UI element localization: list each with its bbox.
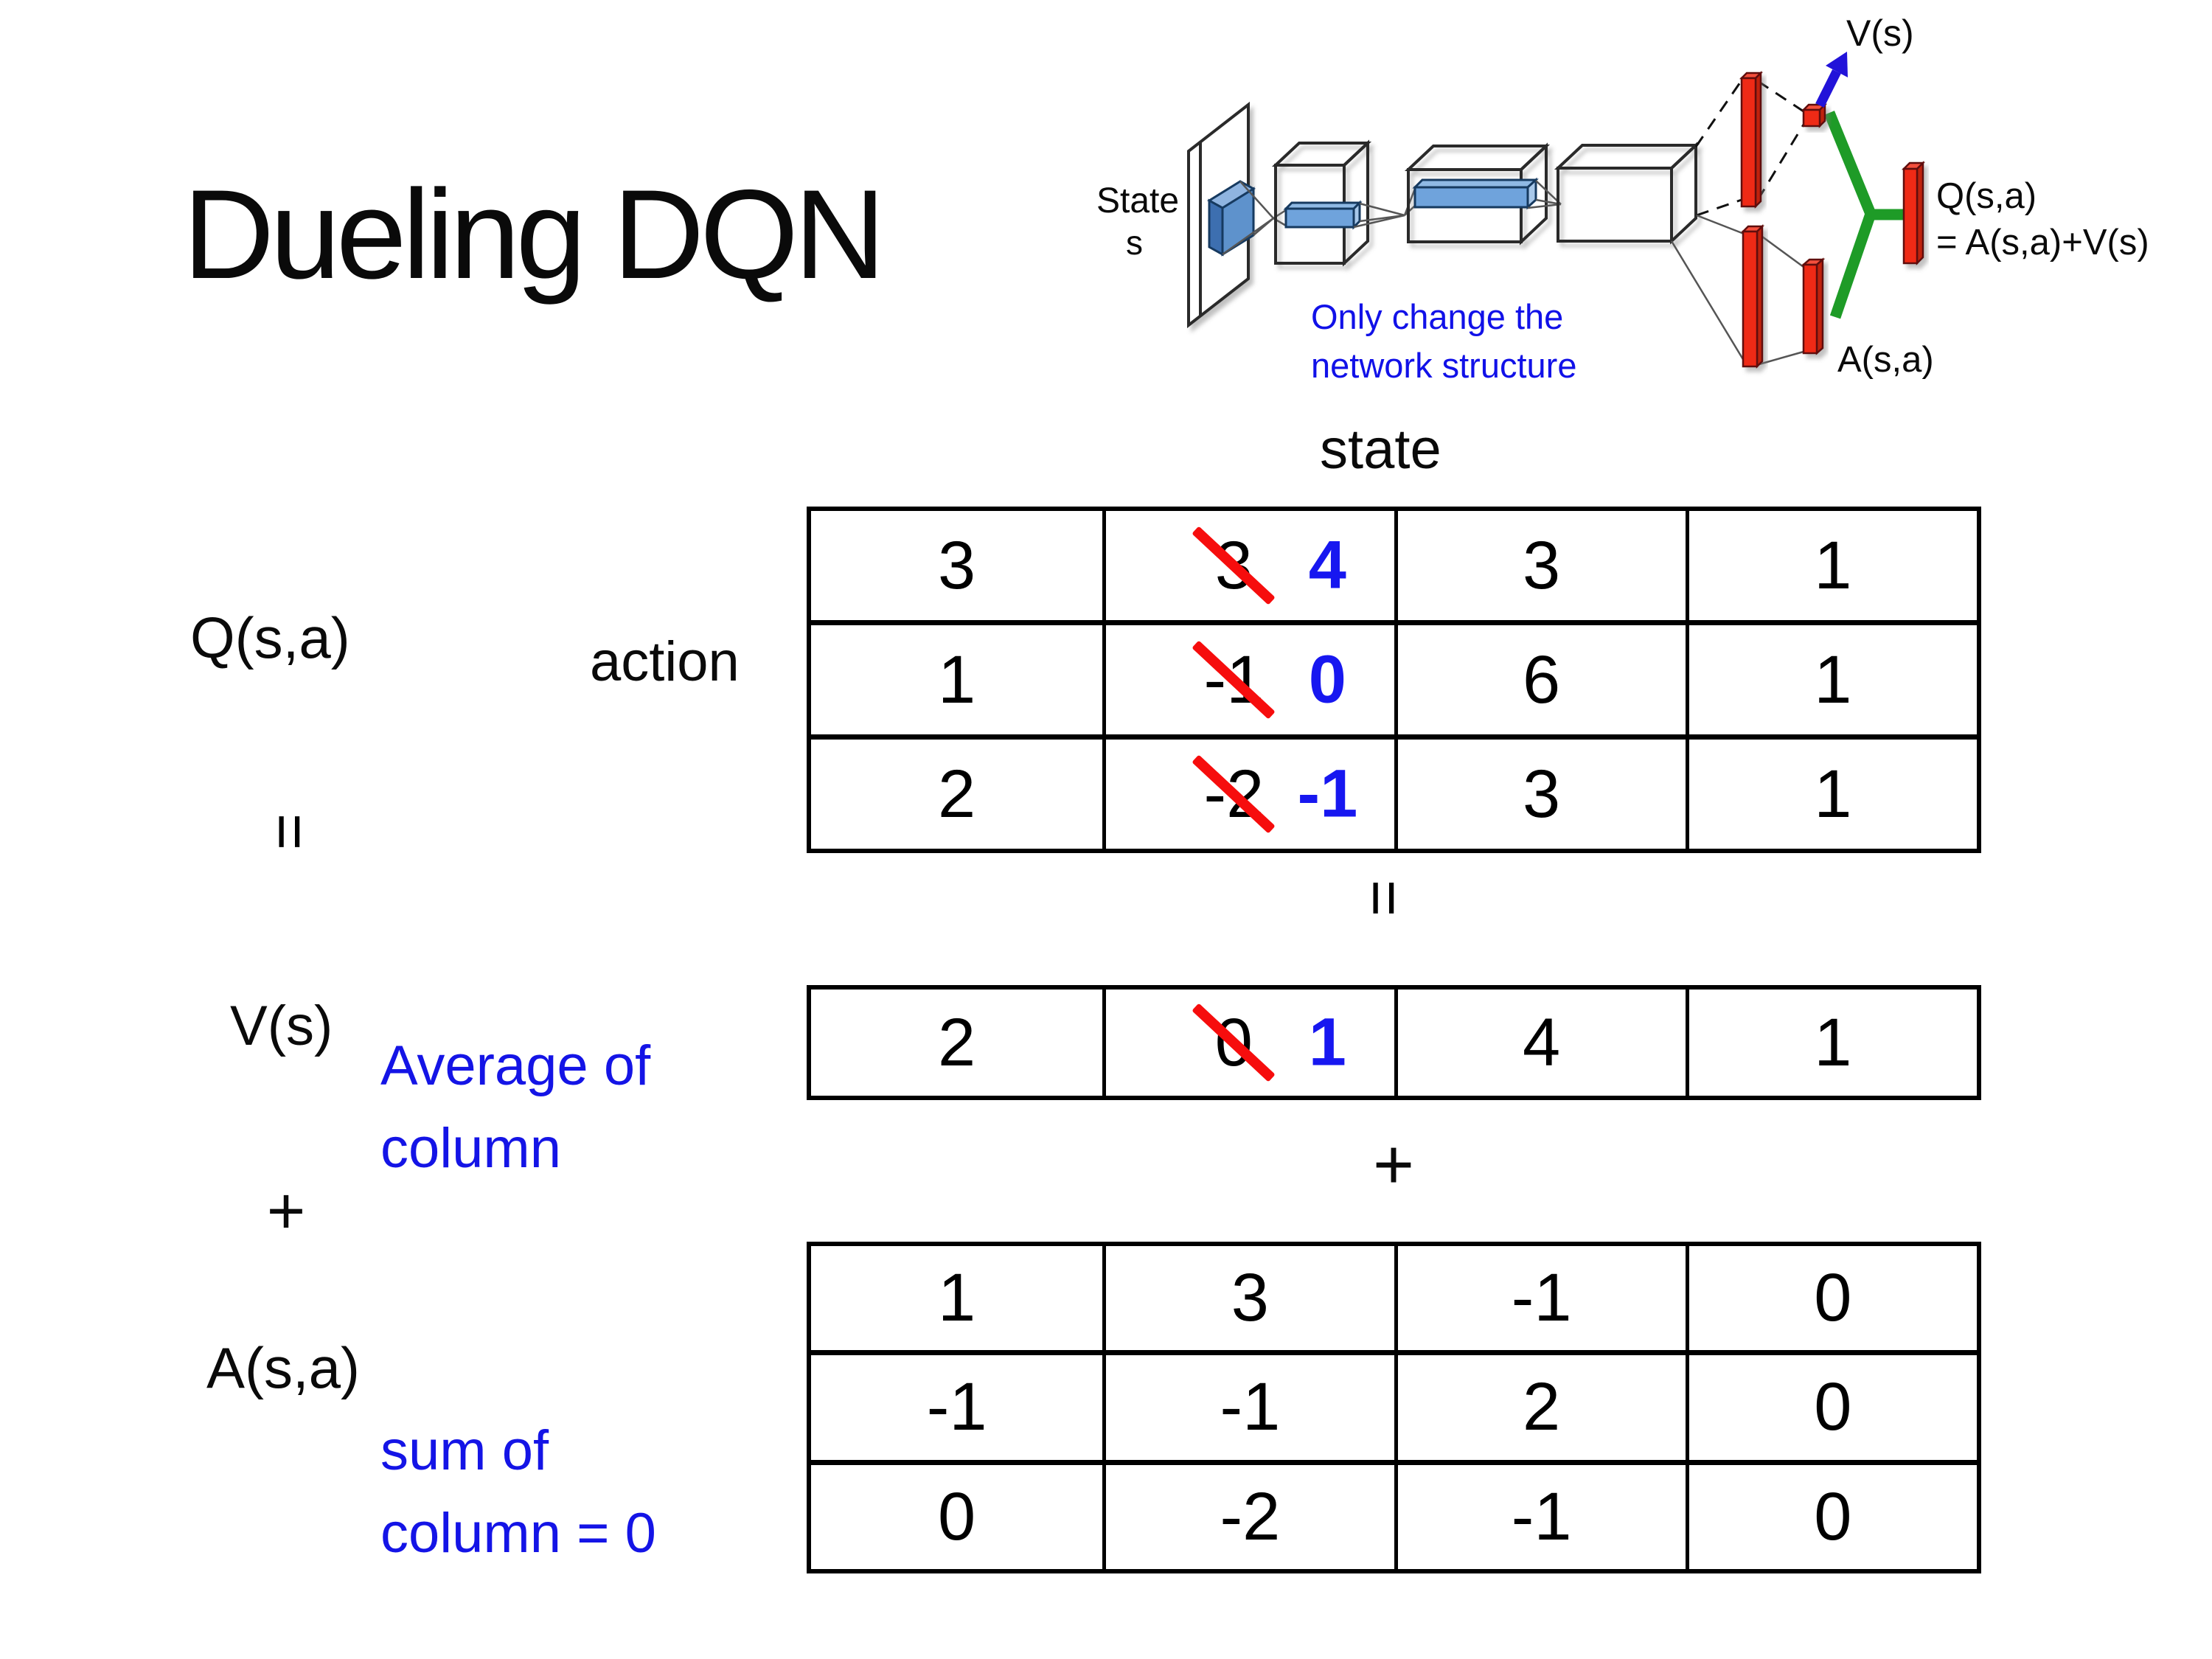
- q-table: 3 3 4 3 1 1 -1 0 6 1 2 -2 -1 3 1: [807, 507, 1981, 853]
- conv2-feature-map: [1412, 177, 1539, 210]
- a-annotation-line1: sum of: [380, 1419, 549, 1482]
- a-cell-r1c4: 0: [1685, 1246, 1977, 1351]
- a-output-label: A(s,a): [1837, 340, 1934, 380]
- a-annotation: sum of column = 0: [380, 1410, 656, 1575]
- q-cell-r2c2-crossed: -1 0: [1102, 620, 1394, 734]
- q-cell-r1c4: 1: [1685, 511, 1977, 620]
- v-table: 2 0 1 4 1: [807, 985, 1981, 1100]
- state-header: state: [1320, 418, 1441, 481]
- v-function-label: V(s): [230, 995, 333, 1057]
- a-cell-r2c1: -1: [811, 1350, 1103, 1459]
- new-value: 0: [1308, 641, 1346, 717]
- v-annotation-line1: Average of: [380, 1034, 651, 1097]
- value-arrow: [1815, 52, 1848, 108]
- q-cell-r1c2-crossed: 3 4: [1102, 511, 1394, 620]
- v-annotation: Average of column: [380, 1025, 650, 1190]
- a-cell-r3c4: 0: [1685, 1459, 1977, 1569]
- a-cell-r3c2: -2: [1102, 1459, 1394, 1569]
- a-annotation-line2: column = 0: [380, 1502, 656, 1565]
- q-output-label-line2: = A(s,a)+V(s): [1936, 223, 2149, 262]
- page-title: Dueling DQN: [183, 164, 886, 305]
- new-value: 4: [1308, 527, 1346, 603]
- q-cell-r3c4: 1: [1685, 734, 1977, 849]
- state-label-line1: State: [1096, 181, 1179, 220]
- dashed-connections: [1694, 80, 1805, 217]
- v-cell-c2-crossed: 0 1: [1102, 990, 1394, 1096]
- q-output-label-line1: Q(s,a): [1936, 176, 2037, 216]
- connection-cone-2: [1353, 188, 1416, 229]
- conv1-feature-map: [1283, 200, 1363, 230]
- plus-sign-left: +: [266, 1175, 306, 1248]
- q-cell-r1c1: 3: [938, 527, 976, 603]
- q-function-label: Q(s,a): [190, 605, 350, 670]
- merge-connector-green: [1824, 111, 1903, 319]
- equals-sign-center: =: [1349, 879, 1419, 917]
- q-cell-r2c4: 1: [1685, 620, 1977, 734]
- a-cell-r3c1: 0: [811, 1459, 1103, 1569]
- a-table: 1 3 -1 0 -1 -1 2 0 0 -2 -1 0: [807, 1242, 1981, 1573]
- v-cell-c4: 1: [1685, 990, 1977, 1096]
- advantage-vector-bar: [1801, 257, 1826, 355]
- q-cell-r2c3: 6: [1394, 620, 1686, 734]
- v-cell-c3: 4: [1394, 990, 1686, 1096]
- state-label-line2: s: [1126, 223, 1143, 262]
- q-cell-r2c1: 1: [811, 620, 1103, 734]
- value-scalar-box: [1801, 102, 1828, 129]
- v-annotation-line2: column: [380, 1117, 561, 1180]
- advantage-stream-bar: [1740, 223, 1765, 369]
- a-function-label: A(s,a): [206, 1335, 361, 1400]
- q-cell-r3c2-crossed: -2 -1: [1102, 734, 1394, 849]
- q-cell-r3c1: 2: [811, 734, 1103, 849]
- q-cell-r1c3: 3: [1394, 511, 1686, 620]
- equals-sign-left: =: [254, 813, 325, 851]
- a-cell-r1c3: -1: [1394, 1246, 1686, 1351]
- q-cell-r3c3: 3: [1394, 734, 1686, 849]
- v-cell-c1: 2: [938, 1004, 976, 1080]
- action-label: action: [590, 630, 740, 693]
- a-cell-r2c3: 2: [1394, 1350, 1686, 1460]
- network-diagram: State s Only change the network structur…: [1096, 13, 2149, 385]
- diagram-note-line2: network structure: [1311, 346, 1576, 385]
- q-output-bar: [1901, 160, 1926, 266]
- value-stream-bar: [1739, 70, 1764, 209]
- v-output-label: V(s): [1846, 13, 1914, 54]
- new-value: -1: [1297, 756, 1358, 832]
- diagram-note-line1: Only change the: [1311, 297, 1563, 336]
- new-value: 1: [1308, 1004, 1346, 1080]
- solid-connections: [1670, 214, 1804, 366]
- a-cell-r3c3: -1: [1394, 1459, 1686, 1569]
- a-cell-r2c4: 0: [1685, 1350, 1977, 1460]
- a-cell-r1c1: 1: [938, 1260, 976, 1336]
- connection-cone-1: [1222, 181, 1287, 256]
- plus-sign-center: +: [1372, 1125, 1415, 1204]
- a-cell-r1c2: 3: [1102, 1246, 1394, 1351]
- fc-box: [1554, 142, 1700, 245]
- a-cell-r2c2: -1: [1102, 1350, 1394, 1460]
